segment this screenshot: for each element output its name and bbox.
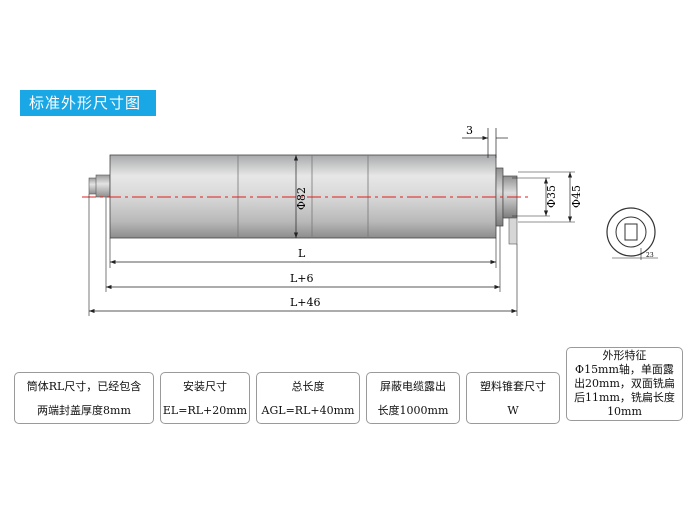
spec-shape-line1: 外形特征	[602, 349, 647, 362]
spec-box-shape: 外形特征 Φ15mm轴，单面露出20mm，双面铣扁后11mm，铣扁长度10mm	[566, 347, 683, 421]
spec-cable-line2: 长度1000mm	[377, 403, 449, 417]
spec-box-rl: 筒体RL尺寸，已经包含 两端封盖厚度8mm	[14, 372, 154, 424]
dim-3-label: 3	[466, 124, 473, 137]
spec-install-line1: 安装尺寸	[183, 379, 227, 393]
roller-drawing: 3 Φ82 Φ35 Φ45 L L+6 L+46 23	[82, 124, 658, 316]
dim-L46-label: L+46	[290, 296, 321, 309]
spec-install-line2: EL=RL+20mm	[162, 403, 248, 417]
right-shaft	[508, 217, 518, 245]
end-view: 23	[606, 207, 658, 260]
spec-box-cable: 屏蔽电缆露出 长度1000mm	[366, 372, 460, 424]
spec-box-total-length: 总长度 AGL=RL+40mm	[256, 372, 360, 424]
dim-L6-label: L+6	[290, 272, 314, 285]
dim-d82-label: Φ82	[295, 187, 308, 210]
dim-d35-label: Φ35	[545, 185, 558, 208]
spec-rl-line2: 两端封盖厚度8mm	[37, 403, 131, 417]
dim-d45-label: Φ45	[570, 185, 583, 208]
spec-total-line1: 总长度	[291, 379, 325, 393]
spec-cable-line1: 屏蔽电缆露出	[380, 379, 446, 393]
spec-box-install: 安装尺寸 EL=RL+20mm	[160, 372, 250, 424]
spec-shape-line2: Φ15mm轴，单面露出20mm，双面铣扁后11mm，铣扁长度10mm	[574, 363, 675, 418]
title-banner: 标准外形尺寸图	[20, 90, 156, 116]
end-view-dim: 23	[646, 252, 654, 259]
spec-cone-line1: 塑料锥套尺寸	[480, 379, 546, 393]
spec-cone-line2: W	[507, 403, 519, 417]
left-shaft-flat	[95, 174, 111, 198]
spec-rl-line1: 筒体RL尺寸，已经包含	[26, 379, 142, 393]
spec-total-line2: AGL=RL+40mm	[261, 403, 355, 417]
dim-L-label: L	[298, 247, 306, 260]
spec-box-cone: 塑料锥套尺寸 W	[466, 372, 560, 424]
